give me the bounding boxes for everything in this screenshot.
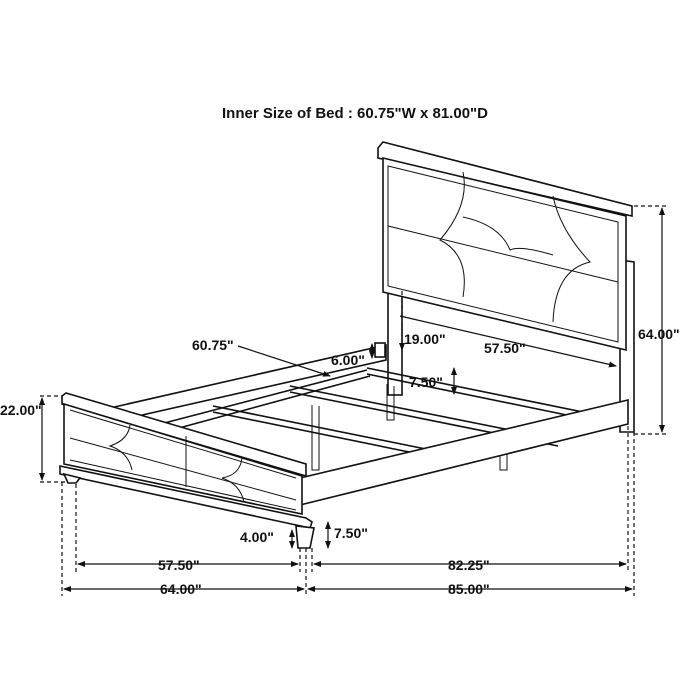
dimension-lines (39, 207, 665, 592)
label-headboard-height: 64.00" (638, 326, 680, 342)
extension-lines (40, 205, 666, 596)
footboard-right-leg (295, 525, 315, 549)
label-overall-width: 64.00" (160, 581, 202, 597)
rail-bracket (374, 342, 386, 358)
label-headboard-inner-width: 57.50" (484, 340, 526, 356)
label-slat-length: 60.75" (192, 337, 234, 353)
label-headboard-clearance: 19.00" (404, 331, 446, 347)
near-side-rail (299, 398, 629, 507)
footboard-cap (61, 392, 307, 478)
footboard-base (59, 465, 313, 529)
label-inner-length: 82.25" (448, 557, 490, 573)
footboard (59, 392, 315, 549)
footboard-left-leg (62, 472, 82, 484)
headboard (374, 141, 635, 433)
label-overall-length: 85.00" (448, 581, 490, 597)
label-slat-drop: 7.50" (409, 374, 443, 390)
label-rail-ground-clearance: 7.50" (334, 525, 368, 541)
label-footboard-height: 22.00" (0, 402, 42, 418)
label-rail-height: 6.00" (331, 352, 365, 368)
label-footboard-inner-width: 57.50" (158, 557, 200, 573)
label-footboard-leg: 4.00" (240, 529, 274, 545)
far-side-rail (109, 343, 387, 421)
headboard-cap (377, 141, 633, 218)
diagram-title: Inner Size of Bed : 60.75"W x 81.00"D (222, 105, 488, 122)
